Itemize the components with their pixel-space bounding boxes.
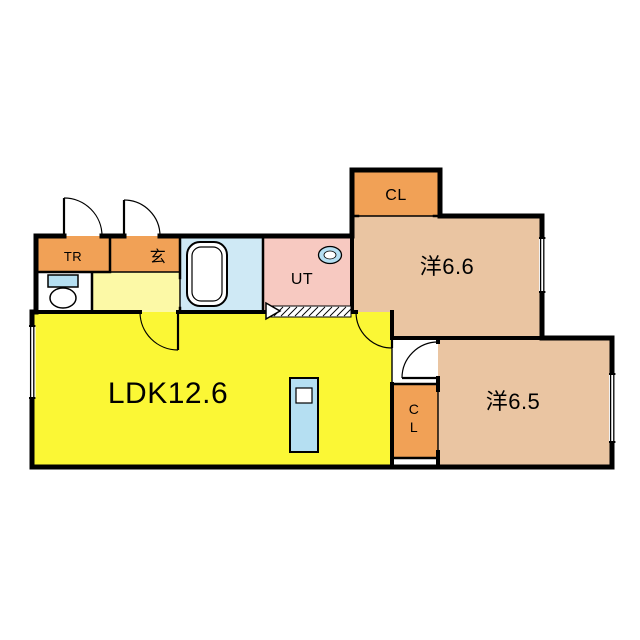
window-panes (539, 238, 545, 292)
door-trunk-entry (62, 197, 103, 237)
window-panes (29, 326, 35, 398)
utility-threshold (265, 301, 352, 321)
window-bedroom65-right (609, 373, 616, 443)
door-arc (123, 199, 161, 237)
doors (62, 197, 439, 380)
door-arc (355, 311, 393, 349)
room-closet-top (352, 170, 440, 216)
window-gap (29, 326, 36, 398)
interior-lines-thin (110, 215, 439, 452)
threshold-strip (270, 305, 352, 318)
label-closet-bottom-c: C (409, 401, 420, 417)
window-ldk-left (29, 325, 36, 399)
door-bedroom66-to-ldk (355, 311, 394, 349)
door-direction-triangle-icon (265, 301, 282, 321)
room-labels: CL TR 玄 UT 洋6.6 LDK12.6 洋6.5 C L (64, 187, 540, 435)
label-ldk: LDK12.6 (108, 377, 228, 410)
door-arc (139, 311, 179, 351)
interior-walls-light (34, 214, 442, 460)
door-arc (63, 197, 103, 237)
label-bedroom-65: 洋6.5 (486, 389, 541, 414)
label-closet-top: CL (385, 187, 406, 204)
door-corridor-to-bedroom65 (401, 341, 439, 380)
room-bedroom-66 (352, 216, 542, 338)
room-trunk (36, 236, 110, 272)
water-heater-cabinet (289, 377, 319, 453)
room-fills (32, 170, 612, 467)
room-ldk (32, 312, 392, 467)
window-gap (609, 374, 616, 442)
utility-sink (317, 245, 343, 265)
door-genkan-entry (122, 199, 161, 237)
window-caps (29, 325, 36, 399)
label-trunk: TR (64, 249, 82, 264)
room-bedroom-65 (438, 338, 612, 467)
label-closet-bottom-l: L (410, 419, 418, 435)
window-bedroom66-right (539, 237, 546, 293)
room-closet-bottom (392, 384, 438, 458)
door-arc (401, 341, 439, 379)
window-caps (539, 237, 546, 293)
bathtub (186, 241, 228, 307)
label-utility: UT (291, 271, 313, 288)
door-hall-to-ldk (139, 311, 180, 351)
room-genkan (110, 236, 180, 272)
window-caps (609, 373, 616, 443)
toilet (47, 274, 79, 309)
window-gap (539, 238, 546, 292)
room-hallway (92, 272, 180, 312)
label-genkan: 玄 (150, 248, 167, 266)
label-bedroom-66: 洋6.6 (420, 254, 475, 279)
window-panes (609, 374, 615, 442)
fixtures (47, 241, 343, 453)
